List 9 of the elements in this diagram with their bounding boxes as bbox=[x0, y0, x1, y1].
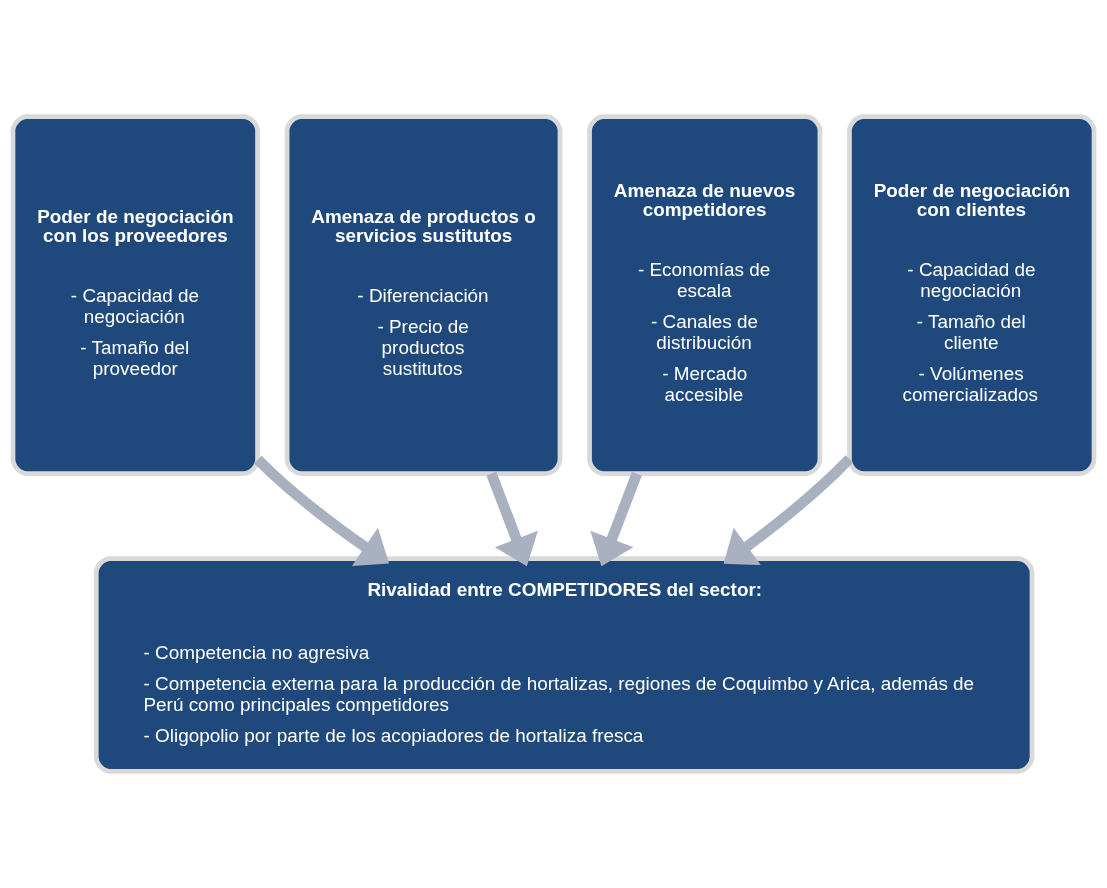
arrow bbox=[254, 455, 390, 566]
node-box: Poder de negociación con clientes - Capacidad de negociación - Tamaño del cliente - Volúmenes comercializados bbox=[847, 114, 1097, 476]
node-box: Poder de negociación con los proveedores - Capacidad de negociación - Tamaño del proveedor bbox=[10, 114, 260, 476]
node-box: Rivalidad entre COMPETIDORES del sector: - Competencia no agresiva - Competencia externa para la producción de hortalizas, regiones de Coquimbo y Arica, además de Perú como principales competidores - Oligopolio por parte de los acopiadores de hortaliza fresca bbox=[93, 556, 1035, 774]
arrow bbox=[590, 471, 642, 567]
node-box: Amenaza de productos o servicios sustitutos - Diferenciación - Precio de productos sustitutos bbox=[284, 114, 563, 476]
arrow bbox=[486, 471, 538, 567]
arrow bbox=[723, 455, 854, 566]
node-box: Amenaza de nuevos competidores - Economías de escala - Canales de distribución - Mercado accesible bbox=[587, 114, 823, 476]
